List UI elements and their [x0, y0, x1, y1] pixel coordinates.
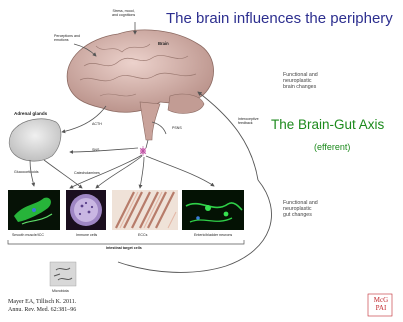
- stress-label: Stress, mood, and cognitions: [112, 9, 135, 18]
- interoceptive-feedback-label: Interoceptive feedback: [238, 117, 259, 126]
- smooth-muscle-label: Smooth muscle/ICC: [12, 233, 44, 237]
- enteric-neurons-label: Enteric/bladder neurons: [194, 233, 232, 237]
- adrenal-gland-illustration: [9, 119, 61, 161]
- intestinal-target-cells-label: Intestinal target cells: [106, 246, 142, 250]
- logo-text: McG PAI: [371, 296, 391, 312]
- glucocorticoids-label: Glucocorticoids: [14, 170, 39, 174]
- brain-illustration: [67, 30, 213, 140]
- smooth-muscle-panel: [8, 190, 60, 230]
- eccs-panel: [112, 190, 178, 230]
- citation: Mayer EA, Tillisch K. 2011. Annu. Rev. M…: [8, 299, 76, 314]
- microbiota-label: Microbiota: [52, 289, 69, 293]
- microbiota-panel: [50, 262, 76, 286]
- adrenal-glands-label: Adrenal glands: [14, 112, 47, 116]
- brain-label: Brain: [158, 42, 169, 46]
- enteric-neurons-panel: [182, 190, 244, 230]
- immune-cells-label: Immune cells: [76, 233, 97, 237]
- nerve-hub-icon: [140, 146, 146, 156]
- immune-cells-panel: [66, 190, 106, 230]
- eccs-label: ECCs: [138, 233, 147, 237]
- acth-label: ACTH: [92, 122, 102, 126]
- sns-label: SNS: [92, 148, 99, 152]
- psns-label: PSNS: [172, 126, 182, 130]
- catecholamines-label: Catecholamines: [74, 171, 100, 175]
- perceptions-label: Perceptions and emotions: [54, 34, 80, 43]
